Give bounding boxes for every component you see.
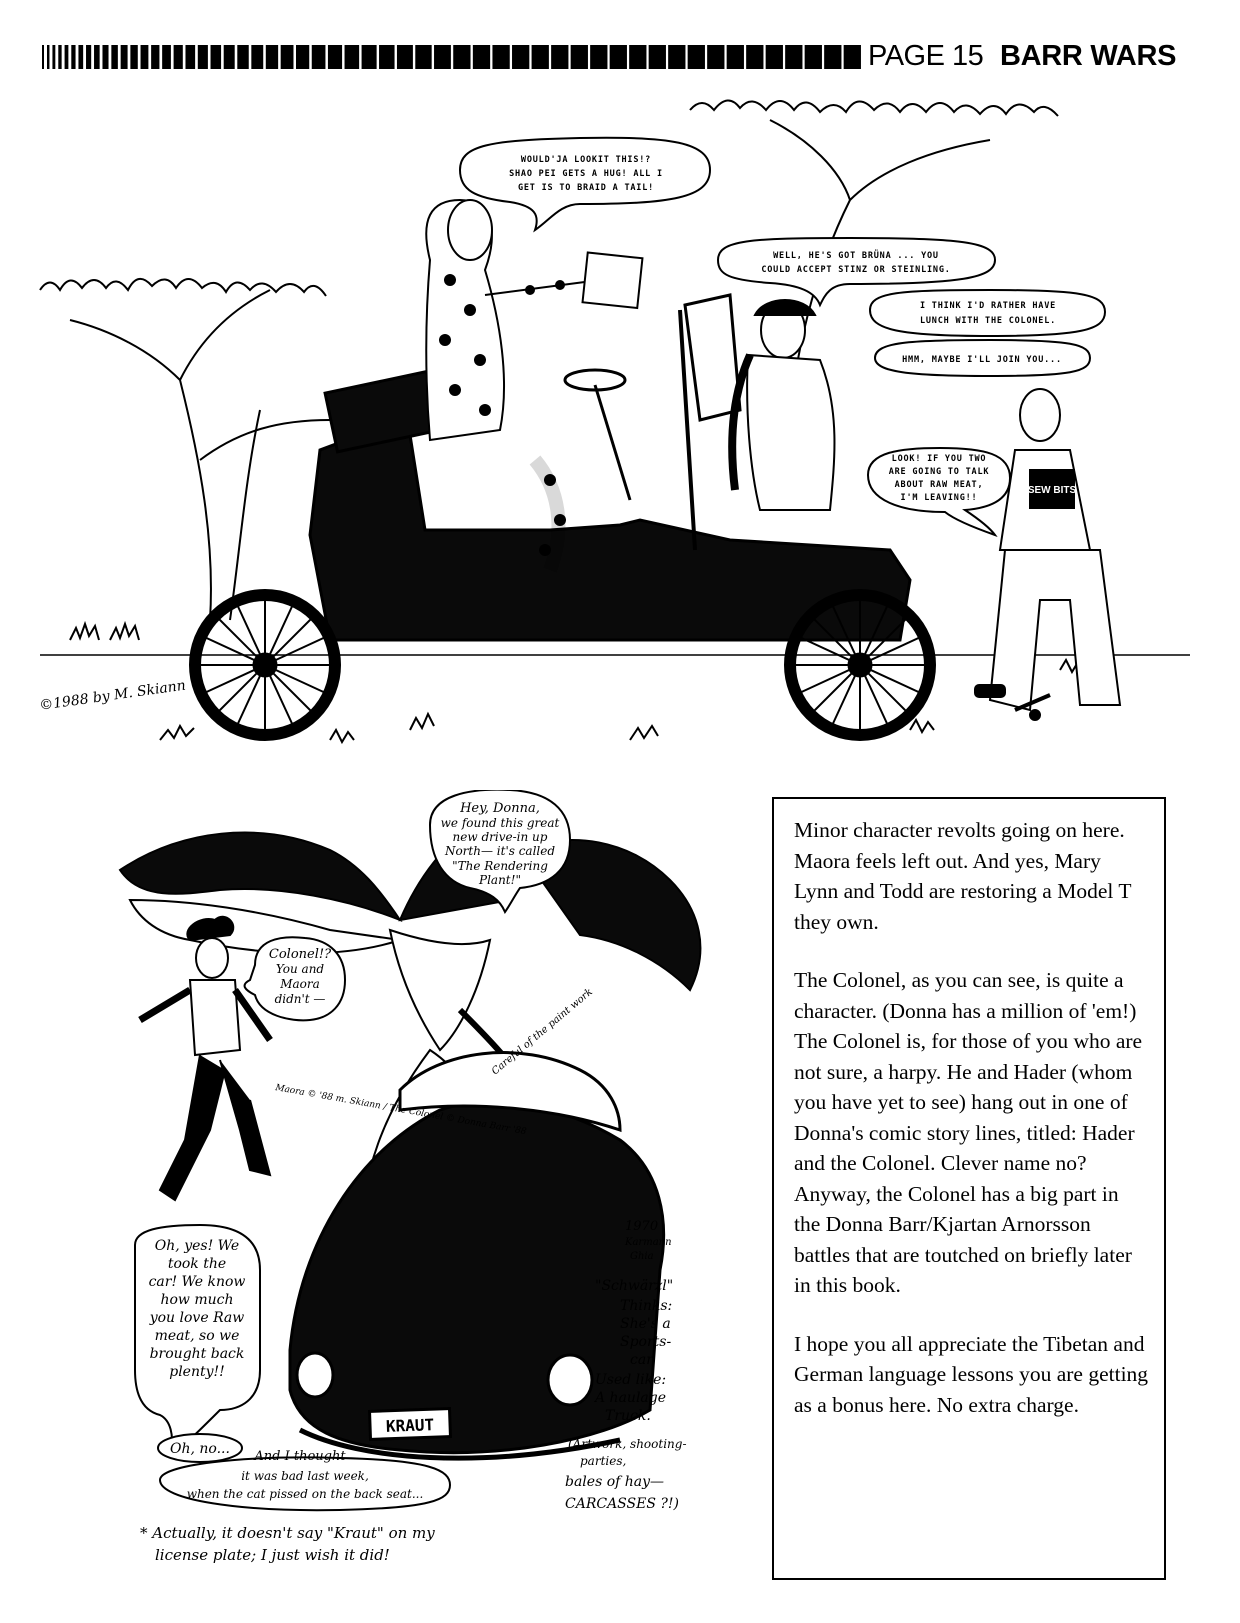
car-note-2: Karmann [624, 1237, 672, 1248]
commentary-paragraph-3: I hope you all appreciate the Tibetan an… [794, 1331, 1149, 1417]
bubble-leopard-line1: WOULD'JA LOOKIT THIS!? [521, 155, 651, 165]
car-note-3: Ghia [630, 1251, 654, 1262]
comic-panel-harpy-car: KRAUT Hey, Donna, we found this great ne… [118, 790, 702, 1564]
bubble-maora-line4: didn't — [275, 992, 326, 1006]
speech-bubble-leopard [458, 136, 712, 233]
page-number: PAGE 15 [868, 40, 984, 72]
speech-bubble-oh-no [157, 1433, 243, 1463]
speech-bubble-harpy [428, 790, 572, 915]
bubble-leopard-line2: SHAO PEI GETS A HUG! ALL I [509, 169, 663, 179]
speech-bubble-maora [243, 936, 347, 1022]
bubble-kneeling-line2: ARE GOING TO TALK [889, 467, 990, 477]
top-panel-signature: ©1988 by M. Skiann [38, 678, 186, 714]
speech-bubble-driver-1 [716, 236, 997, 308]
bubble-harpycar-line1: Oh, yes! We [155, 1238, 239, 1254]
bubble-driver-2-line2: LUNCH WITH THE COLONEL. [920, 316, 1056, 326]
bubble-oh-no-text: Oh, no... [170, 1441, 230, 1457]
page-header: PAGE 15 BARR WARS [0, 0, 1240, 80]
bubble-harpycar-line7: brought back [150, 1346, 245, 1362]
maora-figure [138, 915, 273, 1202]
car-wheel-front [784, 589, 936, 741]
model-t-car [308, 293, 912, 642]
bubble-harpycar-line2: took the [168, 1256, 226, 1272]
bubble-harpy-line1: Hey, Donna, [459, 801, 540, 816]
speech-bubble-driver-2 [868, 288, 1107, 338]
commentary-textbox: Minor character revolts going on here. M… [772, 797, 1166, 1580]
car-note-11: Truck. [605, 1408, 651, 1424]
bubble-harpy-line5: "The Rendering [452, 859, 548, 873]
car-note-13: parties, [580, 1454, 626, 1468]
leopard-woman-figure [425, 198, 644, 573]
bubble-kneeling-line4: I'M LEAVING!! [901, 493, 978, 503]
bubble-harpy-line3: new drive-in up [453, 830, 548, 844]
car-wheel-rear [189, 589, 341, 741]
bubble-maora-line2: You and [276, 962, 325, 976]
car-note-7: Sports- [620, 1334, 671, 1350]
footnote-line1: * Actually, it doesn't say "Kraut" on my [140, 1524, 435, 1542]
bubble-harpycar-line6: meat, so we [155, 1328, 240, 1344]
bubble-thought-line2: it was bad last week, [241, 1469, 369, 1483]
car-note-8: car. [630, 1352, 656, 1368]
tree-right [689, 99, 1059, 411]
bubble-driver-1-line2: COULD ACCEPT STINZ OR STEINLING. [761, 265, 950, 275]
shirt-text: SEW BITS [1028, 485, 1077, 496]
tools-on-ground [974, 684, 1051, 721]
bubble-driver-2-line1: I THINK I'D RATHER HAVE [920, 301, 1056, 311]
speech-bubble-kneeling-man [866, 446, 1012, 537]
comic-panel-model-t: WOULD'JA LOOKIT THIS!? SHAO PEI GETS A H… [38, 99, 1190, 745]
driver-figure [728, 299, 836, 511]
car-note-6: She's a [620, 1316, 671, 1332]
bubble-maora-line3: Maora [279, 977, 320, 991]
car-note-1: 1970 [625, 1219, 658, 1234]
bubble-harpycar-line3: car! We know [149, 1274, 246, 1290]
car-note-5: Thinks: [620, 1298, 672, 1314]
header-bars-decoration [42, 45, 861, 69]
license-plate: KRAUT [386, 1415, 435, 1436]
car-note-14: bales of hay— [565, 1474, 664, 1490]
car-note-4: "Schwärzl" [595, 1278, 673, 1294]
bubble-kneeling-line3: ABOUT RAW MEAT, [895, 480, 984, 490]
bubble-kneeling-line1: LOOK! IF YOU TWO [892, 454, 987, 464]
bubble-harpycar-line5: you love Raw [149, 1310, 245, 1326]
bubble-driver-1-line1: WELL, HE'S GOT BRÜNA ... YOU [773, 250, 939, 261]
tree-left [39, 278, 331, 621]
bubble-harpy-line6: Plant!" [478, 873, 521, 887]
bubble-harpy-line2: we found this great [441, 816, 560, 830]
page-title: BARR WARS [1000, 40, 1177, 72]
bubble-driver-3-text: HMM, MAYBE I'LL JOIN YOU... [902, 355, 1062, 365]
karmann-ghia-car [288, 1051, 666, 1461]
bubble-thought-line1: And I thought [253, 1449, 346, 1464]
bubble-maora-line1: Colonel!? [269, 947, 332, 962]
commentary-paragraph-1: Minor character revolts going on here. M… [794, 818, 1132, 934]
bubble-harpycar-line8: plenty!! [169, 1364, 225, 1380]
speech-bubble-driver-3 [873, 338, 1092, 378]
kneeling-man-figure [988, 388, 1122, 712]
car-note-10: A haulage [593, 1390, 666, 1406]
car-note-15: CARCASSES ?!) [565, 1496, 679, 1512]
bubble-thought-line3: when the cat pissed on the back seat... [187, 1487, 424, 1501]
commentary-paragraph-2: The Colonel, as you can see, is quite a … [794, 968, 1143, 1297]
footnote-line2: license plate; I just wish it did! [155, 1546, 390, 1564]
bubble-harpy-line4: North— it's called [444, 844, 555, 858]
speech-bubble-harpy-car [134, 1223, 261, 1457]
bubble-harpycar-line4: how much [160, 1292, 233, 1308]
car-note-12: (Artwork, shooting- [568, 1437, 687, 1451]
car-note-9: Used like: [595, 1372, 666, 1388]
speech-bubble-and-i-thought [158, 1456, 452, 1512]
car-notes: 1970 Karmann Ghia "Schwärzl" Thinks: She… [565, 1219, 687, 1512]
bubble-leopard-line3: GET IS TO BRAID A TAIL! [518, 183, 654, 193]
